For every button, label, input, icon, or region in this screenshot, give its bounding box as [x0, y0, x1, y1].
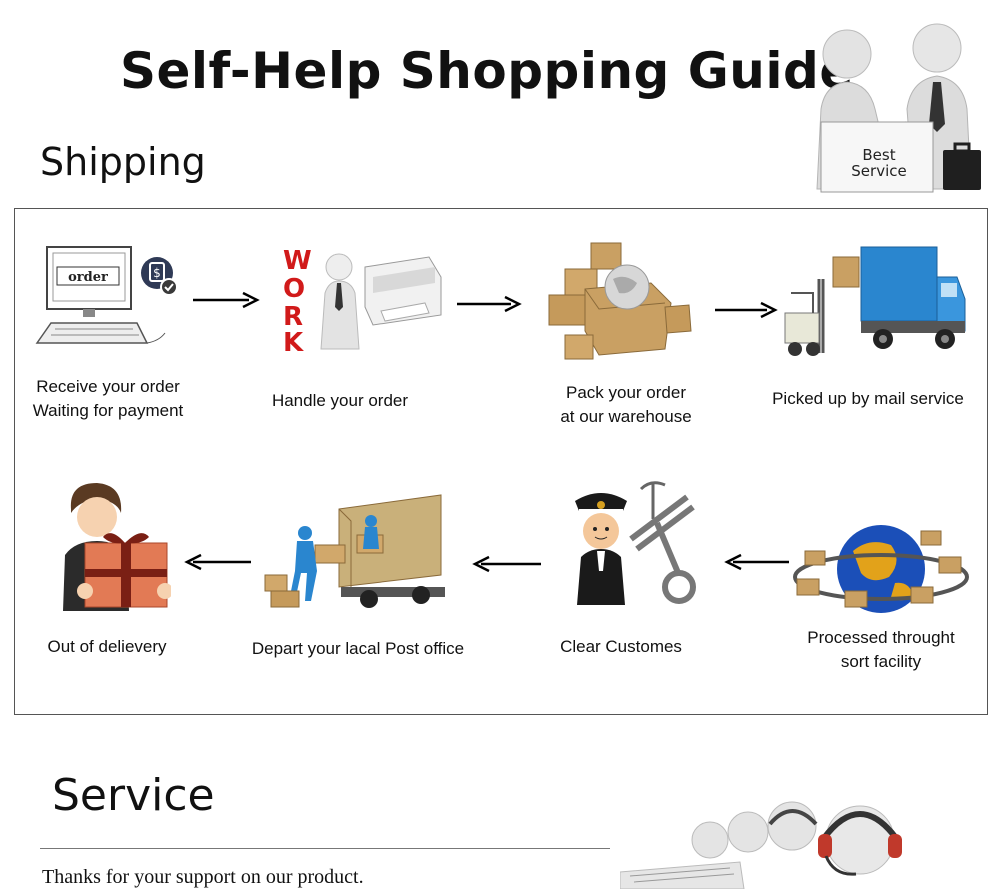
step-label: Out of delievery	[47, 637, 167, 656]
service-text: Thanks for your support on our product.	[42, 866, 364, 888]
globe-sorting-icon	[793, 525, 969, 613]
svg-text:K: K	[283, 328, 304, 355]
svg-text:W: W	[283, 246, 312, 276]
delivery-truck-icon	[264, 494, 445, 608]
work-printer-icon: W O R K	[283, 246, 442, 355]
arrow-right-icon	[457, 295, 522, 313]
shipping-steps-panel: order $ Receive your order Waiting for p…	[14, 208, 988, 715]
computer-order-icon: order $	[35, 246, 178, 344]
badge-line2: Service	[851, 162, 906, 180]
arrow-right-icon	[193, 291, 260, 309]
step-label: Handle your order	[271, 391, 409, 410]
service-heading: Service	[52, 770, 215, 821]
svg-text:R: R	[283, 302, 303, 332]
badge-line1: Best	[862, 146, 895, 164]
arrow-left-icon	[472, 555, 541, 573]
boxes-globe-icon	[548, 242, 692, 360]
arrow-left-icon	[184, 553, 251, 571]
page-title: Self-Help Shopping Guide	[120, 42, 854, 100]
step-label: Receive your order Waiting for payment	[32, 377, 184, 420]
gift-recipient-icon	[63, 483, 171, 611]
truck-forklift-icon	[784, 246, 966, 356]
arrow-right-icon	[715, 301, 778, 319]
divider	[40, 848, 610, 849]
shipping-heading: Shipping	[40, 140, 206, 184]
headset-support-icon	[620, 801, 902, 889]
arrow-left-icon	[724, 553, 789, 571]
order-screen-text: order	[68, 270, 108, 285]
handshake-best-service-icon: Best Service	[816, 23, 981, 193]
step-label: Picked up by mail service	[772, 389, 964, 408]
step-label: Clear Customes	[560, 637, 682, 656]
customs-officer-icon	[575, 481, 696, 605]
svg-text:$: $	[153, 266, 161, 280]
step-label: Depart your lacal Post office	[251, 639, 465, 658]
step-label: Processed throught sort facility	[807, 628, 955, 671]
svg-text:O: O	[283, 274, 305, 304]
step-label: Pack your order at our warehouse	[560, 383, 692, 426]
